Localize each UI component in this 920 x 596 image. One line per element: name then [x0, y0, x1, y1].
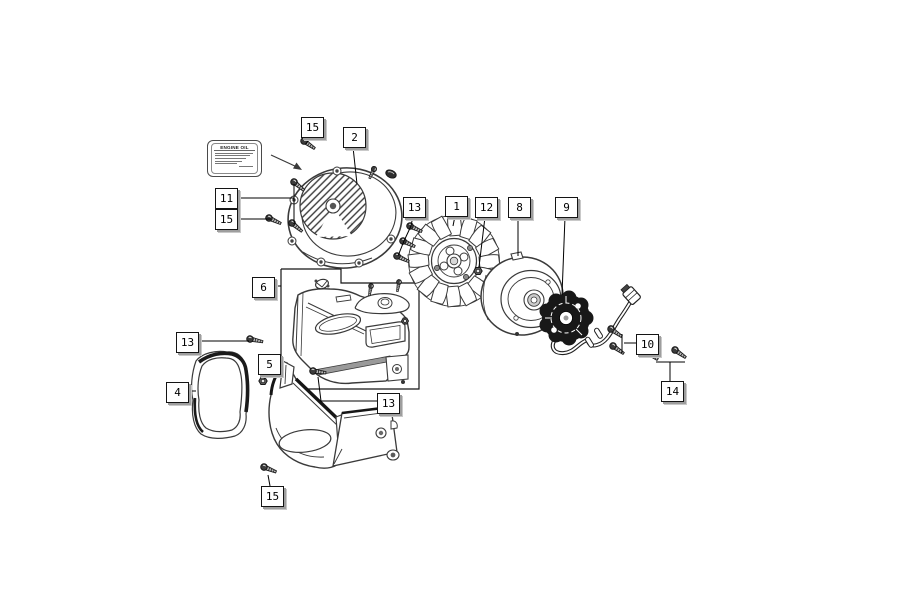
clamp-part — [314, 278, 330, 290]
oil-label-arrow — [270, 154, 302, 170]
callout-13-fan[interactable]: 13 — [403, 197, 426, 218]
screw-icon — [607, 340, 626, 357]
callout-13-left[interactable]: 13 — [176, 332, 199, 353]
cover-bolt-ears — [287, 166, 396, 268]
screw-icon — [366, 282, 375, 297]
grommet-part — [385, 169, 397, 179]
callout-4-gasket[interactable]: 4 — [166, 382, 189, 403]
callout-5-clip[interactable]: 5 — [258, 354, 281, 375]
screw-icon — [245, 334, 264, 346]
callout-13-lower[interactable]: 13 — [377, 393, 400, 414]
leader-lines — [187, 136, 685, 487]
cooling-fan-part — [407, 214, 501, 308]
upper-shroud-part — [292, 278, 410, 385]
callout-2-fan-cover[interactable]: 2 — [343, 127, 366, 148]
flywheel-nut-part — [473, 266, 483, 276]
clip-nut-part — [258, 376, 268, 386]
oil-sticker-title: ENGINE OIL — [214, 145, 255, 151]
wire-connector — [620, 283, 641, 305]
callout-15-left[interactable]: 15 — [215, 209, 238, 230]
screw-icon — [392, 251, 411, 265]
lower-shroud-part — [268, 360, 400, 469]
gasket-part — [190, 350, 250, 439]
callout-11[interactable]: 11 — [215, 188, 238, 209]
callout-15-bottom[interactable]: 15 — [261, 486, 284, 507]
callout-15-cover-screw-top[interactable]: 15 — [301, 117, 324, 138]
callout-14-screws[interactable]: 14 — [661, 381, 684, 402]
fan-cover-part — [287, 165, 403, 269]
stator-part — [539, 283, 641, 356]
callout-10-stator-screws[interactable]: 10 — [636, 334, 659, 355]
callout-12-nut[interactable]: 12 — [475, 197, 498, 218]
engine-oil-sticker: ENGINE OIL — [207, 140, 262, 177]
nut-icon — [401, 317, 409, 325]
screw-icon — [264, 213, 283, 227]
screw-icon — [259, 462, 278, 476]
screw-icon — [394, 278, 403, 293]
callout-8-flywheel[interactable]: 8 — [508, 197, 531, 218]
callout-9-stator[interactable]: 9 — [555, 197, 578, 218]
callout-6-shroud[interactable]: 6 — [252, 277, 275, 298]
screw-icon — [298, 135, 317, 152]
screw-icon — [669, 344, 688, 361]
callout-1-cooling-fan[interactable]: 1 — [445, 196, 468, 217]
